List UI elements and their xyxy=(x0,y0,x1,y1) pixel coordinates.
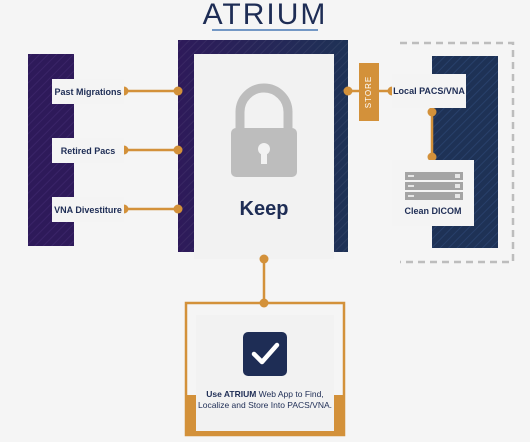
checkmark-icon xyxy=(243,332,287,376)
source-label: Retired Pacs xyxy=(60,145,116,156)
destination-label: Clean DICOM xyxy=(404,206,462,216)
store-box xyxy=(359,63,379,121)
source-card-vna-divestiture: VNA Divestiture xyxy=(52,197,124,222)
webapp-text: Web App to Find, Localize and Store Into… xyxy=(197,389,333,410)
connector-dot xyxy=(427,107,437,117)
connector-dot xyxy=(173,204,183,214)
connector-dot xyxy=(259,254,269,264)
keep-label: Keep xyxy=(239,198,289,220)
source-card-retired-pacs: Retired Pacs xyxy=(52,138,124,163)
webapp-brand: Use ATRIUM xyxy=(206,389,257,399)
source-label: VNA Divestiture xyxy=(54,204,122,215)
connector-dot xyxy=(173,86,183,96)
connector-dot xyxy=(173,145,183,155)
store-label: STORE xyxy=(364,75,373,109)
source-card-past-migrations: Past Migrations xyxy=(52,79,124,104)
connector-dot xyxy=(343,86,353,96)
source-label: Past Migrations xyxy=(54,86,122,97)
destination-card-clean-dicom: Clean DICOM xyxy=(392,160,474,226)
dashed-region xyxy=(400,41,515,264)
connector-dot xyxy=(427,152,437,162)
page-title: ATRIUM xyxy=(202,0,328,31)
destination-label: Local PACS/VNA xyxy=(393,86,465,96)
lock-icon xyxy=(231,83,297,177)
destination-card-local-pacs: Local PACS/VNA xyxy=(392,74,466,108)
webapp-description: Use ATRIUM Web App to Find, Localize and… xyxy=(196,389,334,411)
